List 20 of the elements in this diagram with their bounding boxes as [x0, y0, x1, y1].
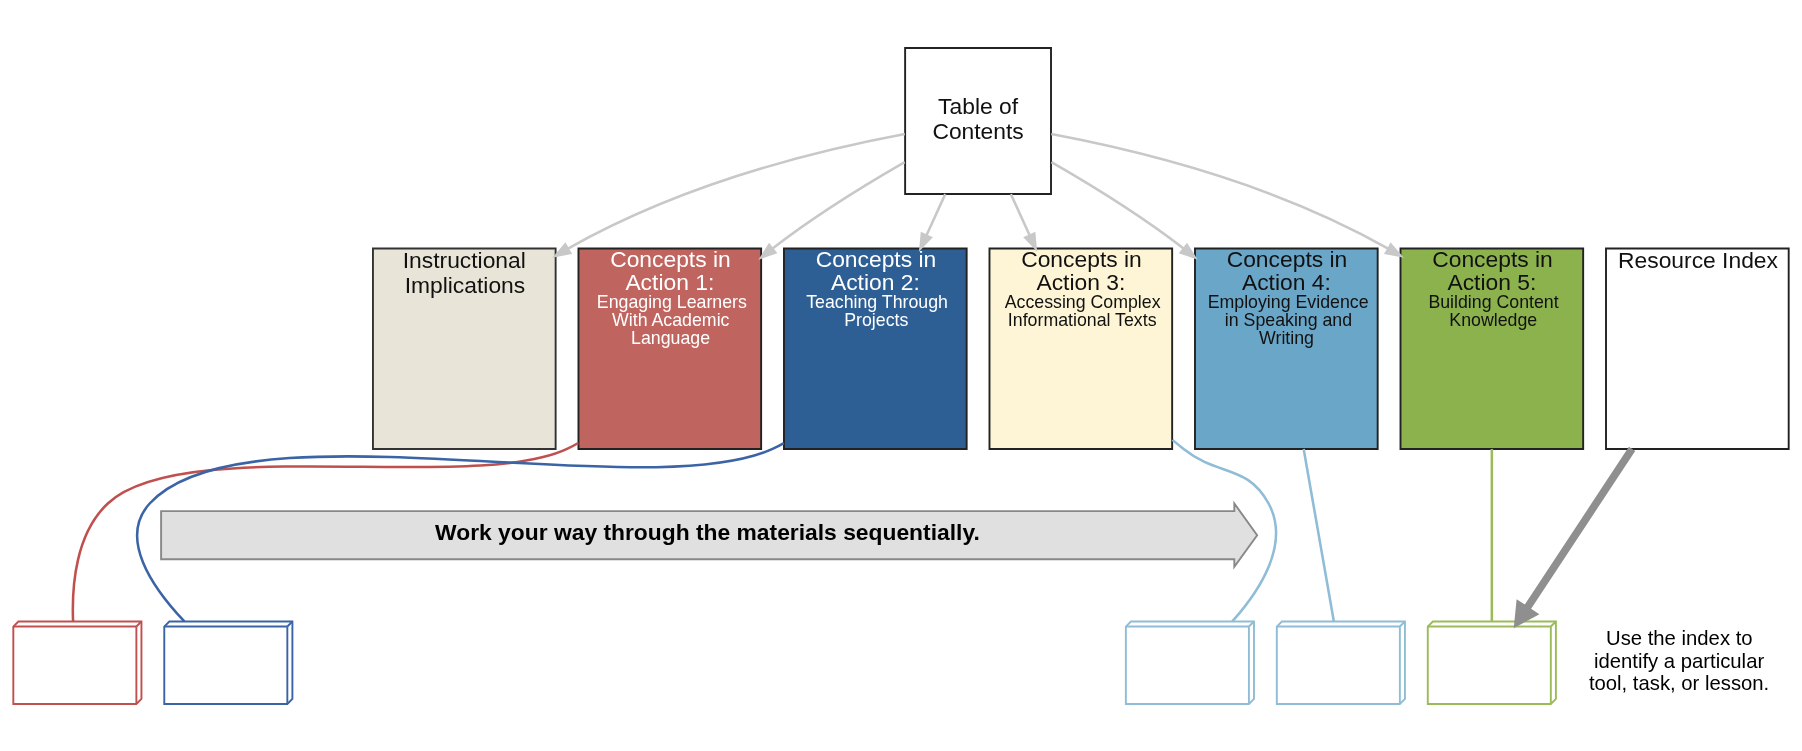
arrow — [1050, 160, 1198, 260]
connector — [1302, 448, 1336, 622]
arrow — [1009, 193, 1038, 252]
node-box: Concepts in Action 4: Employing Evidence in Speaking and Writing — [1194, 247, 1379, 450]
node-box: Concepts in Action 2: Teaching Through Projects — [783, 247, 968, 450]
connector — [71, 441, 579, 621]
node-box: Concepts in Action 1: Engaging Learners With Academic Language — [577, 247, 763, 450]
node-box: Concepts in Action 3: Accessing Complex Informational Texts — [988, 247, 1174, 450]
arrow — [1051, 132, 1404, 258]
node-box: Table of Contents — [904, 46, 1052, 195]
connector — [136, 441, 785, 622]
connector — [1171, 438, 1278, 622]
node-box: Instructional Implications — [372, 247, 557, 450]
arrow — [758, 160, 906, 260]
node-box: Resource Index — [1605, 247, 1790, 450]
connector — [1490, 448, 1494, 621]
label: Use the index to identify a particular tool, task, or lesson. — [1588, 626, 1770, 694]
arrow — [552, 132, 906, 258]
arrow — [918, 193, 947, 252]
node-box: Concepts in Action 5: Building Content Knowledge — [1399, 247, 1585, 450]
